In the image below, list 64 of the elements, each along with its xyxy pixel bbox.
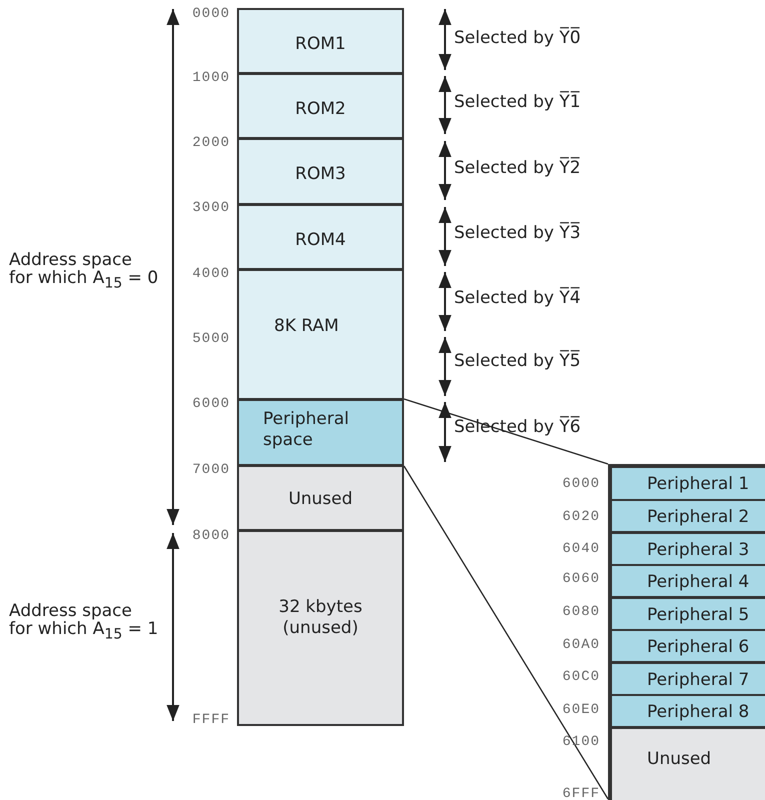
memory-block [237,399,404,466]
block-label: Peripheral 6 [647,637,750,658]
block-label: Peripheral 2 [647,507,750,528]
memory-block [237,8,404,74]
chip-select-label: Selected by Y̅5̅ [454,351,581,372]
chip-select-label: Selected by Y̅1̅ [454,92,581,113]
chip-select-label: Selected by Y̅0̅ [454,28,581,49]
address-label: 4000 [192,266,230,282]
address-label: 5000 [192,331,230,347]
memory-block [610,727,765,800]
address-label: 6060 [562,571,600,587]
block-label: ROM1 [294,34,347,55]
address-space-label: Address space for which A$_{15}$ = 0 [9,251,159,292]
chip-select-label: Selected by Y̅2̅ [454,158,581,179]
expanded-memory-map [608,464,765,800]
address-label: 6080 [562,604,600,620]
memory-block [610,532,765,566]
block-label: Peripheral 8 [647,702,750,723]
block-label: 32 kbytes (unused) [278,597,364,639]
block-label: ROM2 [294,99,347,120]
block-label: 8K RAM [274,316,340,337]
memory-block [610,597,765,631]
block-label: Peripheral 1 [647,474,750,495]
block-label: Peripheral 3 [647,540,750,561]
memory-block [610,662,765,696]
address-label: 7000 [192,462,230,478]
memory-block [610,564,765,598]
memory-block [610,629,765,663]
memory-block [237,465,404,531]
zoom-line [404,398,608,465]
address-label: 1000 [192,70,230,86]
address-space-label: Address space for which A$_{15}$ = 1 [9,602,159,644]
block-label: Peripheral space [263,409,350,451]
address-label: 2000 [192,135,230,151]
memory-block [237,269,404,400]
block-label: ROM3 [294,164,347,185]
address-label: 6000 [192,396,230,412]
block-label: ROM4 [294,230,347,251]
chip-select-label: Selected by Y̅4̅ [454,288,581,309]
address-label: 6020 [562,509,600,525]
block-label: Peripheral 7 [647,670,750,691]
memory-block [237,73,404,139]
address-label: 3000 [192,200,230,216]
chip-select-label: Selected by Y̅3̅ [454,223,581,244]
block-label: Unused [287,489,354,510]
block-label: Peripheral 5 [647,605,750,626]
address-label: 8000 [192,528,230,544]
address-label: 60C0 [562,669,600,685]
memory-block [237,204,404,270]
address-label: FFFF [192,712,230,728]
address-label: 0000 [192,6,230,22]
address-label: 6FFF [562,786,600,800]
memory-block [610,499,765,533]
memory-block [610,694,765,728]
address-label: 60A0 [562,637,600,653]
address-label: 6040 [562,541,600,557]
block-label: Peripheral 4 [647,572,750,593]
memory-block [237,138,404,205]
memory-block [237,530,404,726]
memory-block [610,466,765,501]
address-label: 60E0 [562,702,600,718]
zoom-line [403,466,609,800]
block-label: Unused [647,749,712,770]
address-label: 6000 [562,476,600,492]
